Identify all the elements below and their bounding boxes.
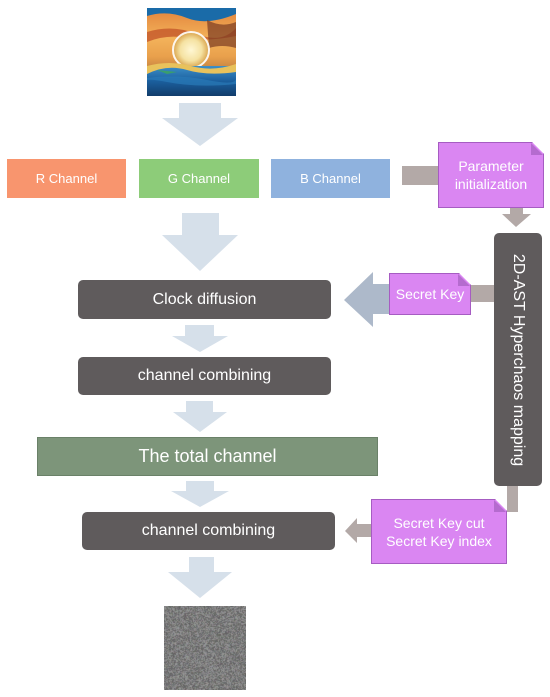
secret-key-box: Secret Key — [389, 273, 471, 315]
connector-hyperchaos-to-cut — [507, 486, 518, 512]
encrypted-output-image — [164, 606, 246, 690]
parameter-initialization-box: Parameter initialization — [438, 142, 544, 208]
b-channel-label: B Channel — [300, 171, 361, 186]
parameter-label-line2: initialization — [454, 176, 528, 192]
secret-key-cut-box: Secret Key cut Secret Key index — [371, 499, 507, 564]
r-channel-box: R Channel — [7, 159, 126, 198]
g-channel-label: G Channel — [167, 171, 231, 186]
down-arrow-combining-to-total — [173, 401, 227, 432]
sunset-photo-icon — [147, 8, 236, 96]
side-arrow-parameter-to-b — [402, 166, 438, 185]
channel-combining-label-1: channel combining — [137, 367, 272, 384]
total-channel-box: The total channel — [37, 437, 378, 476]
hyperchaos-mapping-label: 2D-AST Hyperchaos mapping — [510, 253, 527, 466]
input-image — [147, 8, 236, 96]
parameter-label-line1: Parameter — [458, 158, 524, 174]
clock-diffusion-box: Clock diffusion — [78, 280, 331, 319]
hyperchaos-mapping-box: 2D-AST Hyperchaos mapping — [494, 233, 542, 486]
secret-key-index-label: Secret Key index — [386, 532, 492, 549]
channel-combining-box-1: channel combining — [78, 357, 331, 395]
down-arrow-combining2-to-output — [168, 557, 232, 598]
b-channel-box: B Channel — [271, 159, 390, 198]
secret-key-label: Secret Key — [395, 286, 465, 302]
left-arrow-secret-key — [344, 272, 389, 327]
connector-hyperchaos-to-secret — [471, 285, 494, 302]
channel-combining-box-2: channel combining — [82, 512, 335, 550]
r-channel-label: R Channel — [35, 171, 98, 186]
down-arrow-channels-to-clock — [162, 213, 238, 271]
g-channel-box: G Channel — [139, 159, 259, 198]
down-arrow-clock-to-combining — [172, 325, 228, 352]
noise-image — [164, 606, 246, 690]
down-arrow-image-to-channels — [162, 103, 238, 146]
total-channel-label: The total channel — [138, 446, 277, 466]
left-arrow-cut-to-combining — [345, 518, 371, 543]
down-arrow-total-to-combining2 — [171, 481, 229, 507]
channel-combining-label-2: channel combining — [141, 522, 276, 539]
clock-diffusion-label: Clock diffusion — [152, 290, 257, 308]
down-arrow-parameter-to-hyperchaos — [502, 207, 531, 227]
secret-key-cut-label: Secret Key cut — [393, 514, 485, 531]
